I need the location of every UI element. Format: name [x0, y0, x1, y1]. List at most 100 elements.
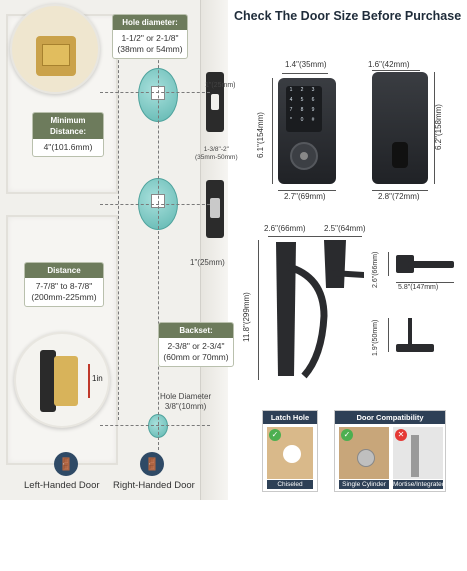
- keypad-width-bottom: 2.7"(69mm): [284, 192, 326, 201]
- label-hole-diameter-small-line1: Hole Diameter: [160, 392, 212, 401]
- keypad-height: 6.1"(154mm): [256, 112, 265, 158]
- lever-height: 2.6"(66mm): [372, 251, 379, 288]
- interior-width-top: 1.6"(42mm): [368, 60, 410, 69]
- keypad-width-top-line: [282, 73, 328, 74]
- guide-line-middle: [100, 204, 210, 205]
- latch-piece-height-line: [388, 318, 389, 352]
- keypad-key: 0: [300, 117, 304, 123]
- lever-handle: [408, 261, 454, 268]
- keypad-key: 1: [289, 87, 293, 93]
- mortise-caption: Mortise/Integrated: [393, 480, 446, 489]
- label-distance: Distance 7-7/8" to 8-7/8" (200mm-225mm): [24, 262, 104, 307]
- handleset: [276, 240, 364, 379]
- guide-line-top: [100, 92, 210, 93]
- keypad-key: 6: [311, 97, 315, 103]
- keypad-key: 7: [289, 107, 293, 113]
- handleset-width-right: 2.5"(64mm): [324, 224, 366, 233]
- keypad-key: 3: [311, 87, 315, 93]
- label-distance-head: Distance: [25, 263, 103, 278]
- door-compat-head: Door Compatibility: [335, 411, 445, 424]
- bolt-width-dim: 1"(25mm): [190, 258, 225, 267]
- latch-hole-caption: Chiseled: [267, 480, 313, 489]
- interior-width-bottom-line: [372, 190, 428, 191]
- label-hole-diameter-head: Hole diameter:: [113, 15, 187, 30]
- interior-height-line: [434, 72, 435, 184]
- mortise-photo: ✕: [393, 427, 443, 479]
- check-icon-compat: ✓: [341, 429, 353, 441]
- keypad-width-top: 1.4"(35mm): [285, 60, 327, 69]
- latch-plate-dark: [40, 350, 56, 412]
- keypad-key: 8: [300, 107, 304, 113]
- handleset-height-line: [258, 240, 259, 380]
- latch-gold-body: [54, 356, 78, 406]
- interior-width-bottom: 2.8"(72mm): [378, 192, 420, 201]
- handleset-height: 11.8"(299mm): [242, 292, 251, 342]
- right-handed-door-label: Right-Handed Door: [113, 480, 195, 491]
- keypad-width-bottom-line: [278, 190, 336, 191]
- label-backset-line1: 2-3/8" or 2-3/4": [167, 341, 225, 351]
- label-backset: Backset: 2-3/8" or 2-3/4" (60mm or 70mm): [158, 322, 234, 367]
- label-distance-line1: 7-7/8" to 8-7/8": [35, 281, 93, 291]
- label-hole-diameter-line1: 1-1/2" or 2-1/8": [121, 33, 179, 43]
- cross-icon: ✕: [395, 429, 407, 441]
- left-handed-door-label: Left-Handed Door: [24, 480, 100, 491]
- latch-piece-height: 1.9"(50mm): [372, 319, 379, 356]
- label-minimum-distance: Minimum Distance: 4"(101.6mm): [32, 112, 104, 157]
- mortise-plate: [411, 435, 419, 477]
- latch-throw-label: 1in: [92, 374, 103, 383]
- edge-thickness-in: 1-3/8"-2": [203, 146, 229, 153]
- latch-piece-bolt: [396, 344, 434, 352]
- handleset-lever: [332, 270, 364, 278]
- strike-hole: [211, 94, 219, 110]
- door-compat-card: Door Compatibility ✓ ✕ Single Cylinder M…: [334, 410, 446, 492]
- single-cylinder-photo: ✓: [339, 427, 389, 479]
- bolt: [210, 198, 220, 218]
- label-minimum-distance-value: 4"(101.6mm): [43, 142, 93, 152]
- latch-piece-plate: [408, 318, 412, 350]
- label-backset-line2: (60mm or 70mm): [163, 352, 229, 362]
- handleset-grip: [284, 262, 328, 379]
- guide-line-bottom: [100, 425, 210, 426]
- lever-rose: [396, 255, 414, 273]
- label-hole-diameter-line2: (38mm or 54mm): [117, 44, 183, 54]
- label-hole-diameter-small: Hole Diameter 3/8"(10mm): [160, 392, 211, 412]
- latch-hole-head: Latch Hole: [263, 411, 317, 424]
- label-minimum-distance-head: Minimum Distance:: [33, 113, 103, 139]
- latch-bolt-face: [42, 44, 70, 66]
- door-diagram: 1"(25mm) 1-3/8"-2" (35mm-50mm) 1"(25mm) …: [0, 0, 238, 500]
- single-cylinder-caption: Single Cylinder: [339, 480, 389, 489]
- keypad-key: 9: [311, 107, 315, 113]
- right-handed-door-icon: 🚪: [140, 452, 164, 476]
- check-icon: ✓: [269, 429, 281, 441]
- keypad-key: 5: [300, 97, 304, 103]
- page-title: Check The Door Size Before Purchase: [234, 9, 462, 23]
- label-backset-head: Backset:: [159, 323, 233, 338]
- guide-line-left: [118, 40, 119, 420]
- top-edge-dim: 1"(25mm): [205, 82, 236, 89]
- keypad-key: #: [311, 117, 315, 123]
- latch-throw-arrow: [88, 364, 90, 398]
- lever-length: 5.8"(147mm): [398, 284, 439, 291]
- label-hole-diameter-small-line2: 3/8"(10mm): [164, 402, 207, 411]
- edge-thickness-mm: (35mm-50mm): [195, 154, 238, 161]
- lever-height-line: [388, 252, 389, 276]
- thumb-turn: [392, 142, 408, 168]
- cylinder-knob: [357, 449, 375, 467]
- handleset-escutcheon-left: [276, 242, 296, 376]
- keypad-key: *: [290, 117, 292, 123]
- keypad-key: 4: [289, 97, 293, 103]
- handleset-escutcheon-right: [324, 240, 346, 288]
- handleset-width-left: 2.6"(66mm): [264, 224, 306, 233]
- latch-hole-photo: ✓: [267, 427, 313, 479]
- guide-line-vertical: [158, 30, 159, 450]
- label-hole-diameter: Hole diameter: 1-1/2" or 2-1/8" (38mm or…: [112, 14, 188, 59]
- interior-height: 6.2"(158mm): [434, 104, 443, 150]
- left-handed-door-icon: 🚪: [54, 452, 78, 476]
- keypad-screen: [286, 86, 322, 132]
- edge-thickness-dim: 1-3/8"-2" (35mm-50mm): [195, 146, 238, 162]
- label-distance-line2: (200mm-225mm): [31, 292, 97, 302]
- keypad-keyhole: [300, 152, 308, 160]
- latch-hole-circle: [283, 445, 301, 463]
